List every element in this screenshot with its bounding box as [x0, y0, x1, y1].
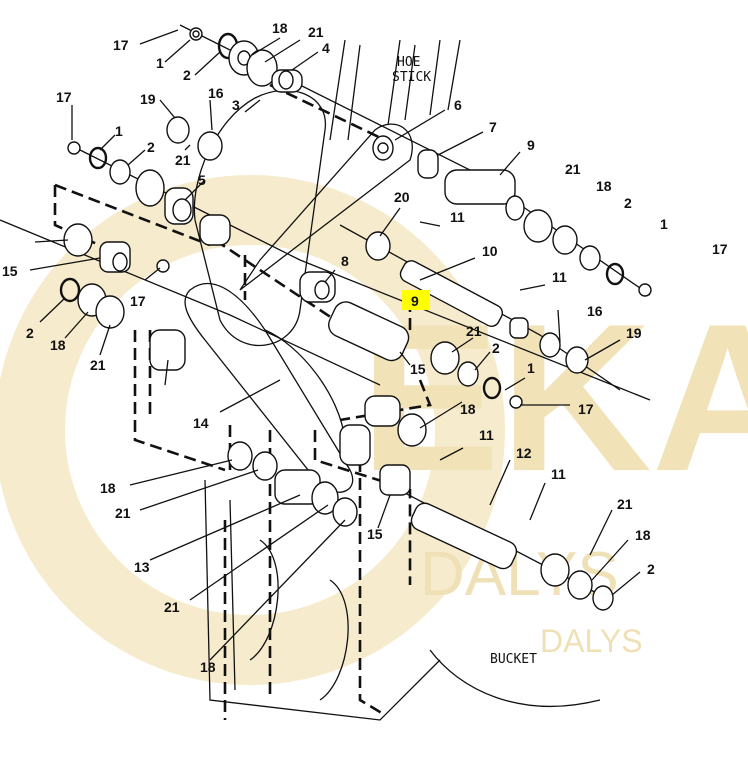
callout-label: 21	[466, 323, 482, 339]
callout-label: 11	[479, 427, 494, 443]
callout-label: 13	[134, 559, 150, 575]
callout-label: 17	[130, 293, 146, 309]
callout-label: 18	[635, 527, 651, 543]
callout-label: 11	[551, 466, 566, 482]
bucket-tag: BUCKET	[490, 652, 537, 667]
callout-labels: 17 1 2 18 21 4 3 6 7 9 17 1 2 19 16 21 5…	[2, 20, 728, 675]
watermark-brand: EKA	[360, 280, 748, 515]
callout-label: 18	[460, 401, 476, 417]
callout-label: 17	[113, 37, 129, 53]
callout-label: 21	[617, 496, 633, 512]
callout-label: 5	[198, 172, 206, 188]
callout-label: 18	[596, 178, 612, 194]
callout-label: 12	[516, 445, 532, 461]
callout-label: 2	[492, 340, 500, 356]
bucket-structure	[204, 479, 601, 721]
callout-label: 15	[367, 526, 383, 542]
callout-label: 17	[56, 89, 72, 105]
callout-label: 2	[624, 195, 632, 211]
callout-label: 11	[450, 209, 465, 225]
callout-label: 18	[272, 20, 288, 36]
callout-label: 21	[164, 599, 180, 615]
callout-label: 19	[140, 91, 156, 107]
callout-label: 19	[626, 325, 642, 341]
callout-label: 17	[712, 241, 728, 257]
callout-label: 2	[147, 139, 155, 155]
parts	[59, 27, 652, 611]
callout-label: 1	[660, 216, 668, 232]
callout-label: 1	[156, 55, 164, 71]
callout-label: 21	[90, 357, 106, 373]
callout-label: 14	[193, 415, 209, 431]
callout-label: 8	[341, 253, 349, 269]
callout-label: 21	[565, 161, 581, 177]
highlight-box	[402, 290, 430, 310]
callout-label: 16	[587, 303, 603, 319]
callout-label: 18	[200, 659, 216, 675]
callout-label: 10	[482, 243, 498, 259]
callout-label: 9	[527, 137, 535, 153]
callout-label: 15	[410, 361, 426, 377]
callout-label: 21	[308, 24, 324, 40]
callout-label: 18	[50, 337, 66, 353]
callout-label: 1	[527, 360, 535, 376]
callout-label: 2	[647, 561, 655, 577]
callout-label: 4	[322, 40, 330, 56]
structure-tags: HOE STICK BUCKET	[392, 55, 537, 667]
callout-label: 1	[115, 123, 123, 139]
callout-label: 21	[175, 152, 191, 168]
callout-label: 3	[232, 97, 240, 113]
callout-label: 21	[115, 505, 131, 521]
hoe-stick-tag-line2: STICK	[392, 70, 431, 85]
callout-label: 2	[26, 325, 34, 341]
watermark-line1: DALYS	[420, 540, 619, 609]
callout-label: 16	[208, 85, 224, 101]
callout-label: 18	[100, 480, 116, 496]
callout-label: 7	[489, 119, 497, 135]
callout-label: 15	[2, 263, 18, 279]
callout-leaders	[29, 29, 641, 661]
callout-label: 20	[394, 189, 410, 205]
callout-label: 6	[454, 97, 462, 113]
watermark: EKA DALYS DALYS	[0, 175, 748, 685]
callout-label: 9	[411, 293, 419, 309]
callout-label: 11	[552, 269, 567, 285]
callout-label: 2	[183, 67, 191, 83]
watermark-line2: DALYS	[540, 623, 643, 659]
callout-label: 17	[578, 401, 594, 417]
hoe-stick-tag-line1: HOE	[397, 55, 420, 70]
